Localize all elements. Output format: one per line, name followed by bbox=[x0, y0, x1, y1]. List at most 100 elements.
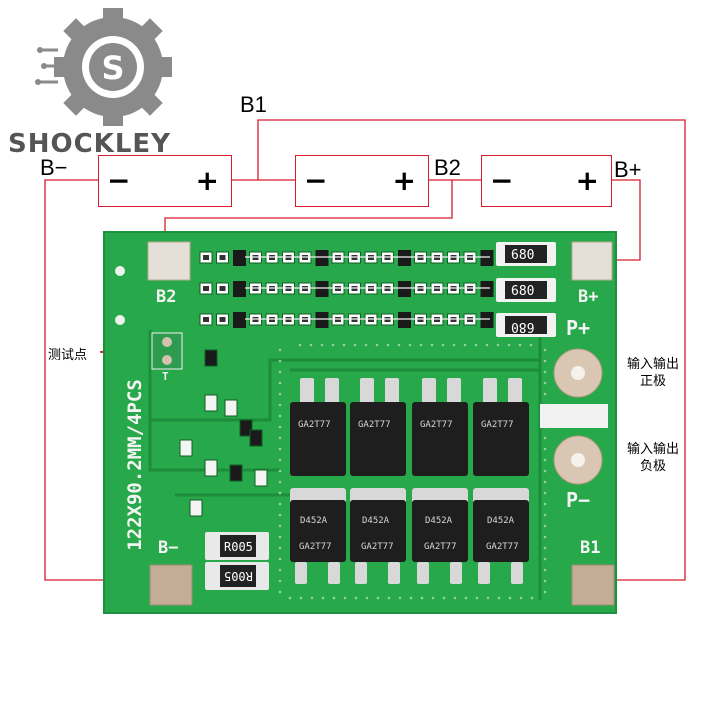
via bbox=[278, 447, 282, 451]
cell-3-plus: + bbox=[575, 164, 599, 197]
via bbox=[343, 596, 347, 600]
smd-core bbox=[219, 317, 226, 322]
via bbox=[507, 343, 511, 347]
via bbox=[278, 458, 282, 462]
via bbox=[543, 381, 547, 385]
mosfet-bot-2-label-a: D452A bbox=[362, 516, 390, 526]
via bbox=[518, 343, 522, 347]
pad-b2 bbox=[147, 241, 191, 281]
cell-1-minus: − bbox=[107, 164, 131, 197]
mosfet-top-lead bbox=[325, 378, 339, 406]
mosfet-bot-1-label-a: D452A bbox=[300, 516, 328, 526]
via bbox=[278, 502, 282, 506]
via bbox=[278, 480, 282, 484]
pcb-size-label: 122X90.2MM/4PCS bbox=[124, 379, 146, 551]
resistor-2-label: 680 bbox=[511, 284, 535, 299]
mosfet-top-lead bbox=[508, 378, 522, 406]
pcb-label-p-plus: P+ bbox=[566, 316, 591, 340]
via bbox=[298, 343, 302, 347]
via bbox=[419, 343, 423, 347]
pcb-label-b-plus: B+ bbox=[578, 287, 599, 307]
via bbox=[486, 596, 490, 600]
resistor-3-top bbox=[505, 316, 547, 334]
via bbox=[543, 557, 547, 561]
via bbox=[543, 568, 547, 572]
ic-chip bbox=[315, 312, 329, 328]
mosfet-top-1-label: GA2T77 bbox=[298, 420, 331, 430]
resistor-3-label: 680 bbox=[511, 319, 535, 334]
via bbox=[321, 596, 325, 600]
neg-terminal-line2: 负极 bbox=[639, 458, 666, 473]
via bbox=[442, 596, 446, 600]
mosfet-top-lead bbox=[360, 378, 374, 406]
pcb-label-p-minus: P− bbox=[566, 488, 591, 512]
via bbox=[543, 480, 547, 484]
mosfet-bottom-lead bbox=[511, 562, 523, 584]
ic-chip bbox=[480, 312, 494, 328]
via bbox=[475, 596, 479, 600]
via bbox=[278, 425, 282, 429]
pads bbox=[147, 241, 615, 606]
via bbox=[543, 579, 547, 583]
via bbox=[543, 590, 547, 594]
mosfet-top-4-label: GA2T77 bbox=[481, 420, 514, 430]
smd-part bbox=[179, 439, 193, 457]
mosfet-top-lead bbox=[300, 378, 314, 406]
cell-3-minus: − bbox=[490, 164, 514, 197]
resistor-group bbox=[496, 242, 556, 337]
smd-part bbox=[189, 499, 203, 517]
via bbox=[496, 343, 500, 347]
via bbox=[543, 535, 547, 539]
shunt-1-label: R005 bbox=[224, 540, 253, 554]
ic-chip bbox=[398, 312, 411, 328]
via bbox=[342, 343, 346, 347]
mosfet-top-lead bbox=[447, 378, 461, 406]
shunt-1-top bbox=[220, 535, 256, 557]
via bbox=[453, 596, 457, 600]
mosfet-top-3-label: GA2T77 bbox=[420, 420, 453, 430]
via bbox=[530, 596, 534, 600]
via bbox=[278, 348, 282, 352]
smd-part bbox=[229, 464, 243, 482]
via bbox=[441, 343, 445, 347]
via bbox=[529, 343, 533, 347]
pos-terminal-annotation: 输入输出 正极 bbox=[617, 355, 689, 389]
smd-core bbox=[203, 286, 209, 291]
mosfet-top-2-label: GA2T77 bbox=[358, 420, 391, 430]
brand-name: SHOCKLEY bbox=[8, 129, 171, 159]
via bbox=[278, 579, 282, 583]
via bbox=[543, 546, 547, 550]
resistor-1-label: 680 bbox=[511, 248, 535, 263]
via bbox=[519, 596, 523, 600]
mosfet-top-4 bbox=[473, 402, 529, 476]
via bbox=[543, 348, 547, 352]
via bbox=[408, 343, 412, 347]
gear-icon: S bbox=[35, 8, 172, 126]
via bbox=[543, 359, 547, 363]
via bbox=[278, 392, 282, 396]
mosfet-group bbox=[290, 378, 529, 584]
via bbox=[497, 596, 501, 600]
via bbox=[375, 343, 379, 347]
via bbox=[543, 469, 547, 473]
cell-3: − + bbox=[481, 155, 612, 207]
neg-terminal-annotation: 输入输出 负极 bbox=[617, 440, 689, 474]
via bbox=[387, 596, 391, 600]
smd-part bbox=[204, 394, 218, 412]
pos-terminal-line2: 正极 bbox=[639, 373, 666, 388]
mosfet-bottom-lead bbox=[328, 562, 340, 584]
b-minus-wire bbox=[44, 179, 150, 581]
smd-core bbox=[219, 286, 226, 291]
cell-2-plus: + bbox=[392, 164, 416, 197]
ic-chip bbox=[480, 250, 494, 266]
pcb-label-b-minus: B− bbox=[158, 538, 179, 558]
via bbox=[278, 546, 282, 550]
pos-terminal-line1: 输入输出 bbox=[626, 356, 679, 371]
via bbox=[508, 596, 512, 600]
smd-part bbox=[254, 469, 268, 487]
via bbox=[332, 596, 336, 600]
via bbox=[397, 343, 401, 347]
test-point-annotation: 测试点 bbox=[48, 347, 88, 362]
cell-1: − + bbox=[98, 155, 232, 207]
